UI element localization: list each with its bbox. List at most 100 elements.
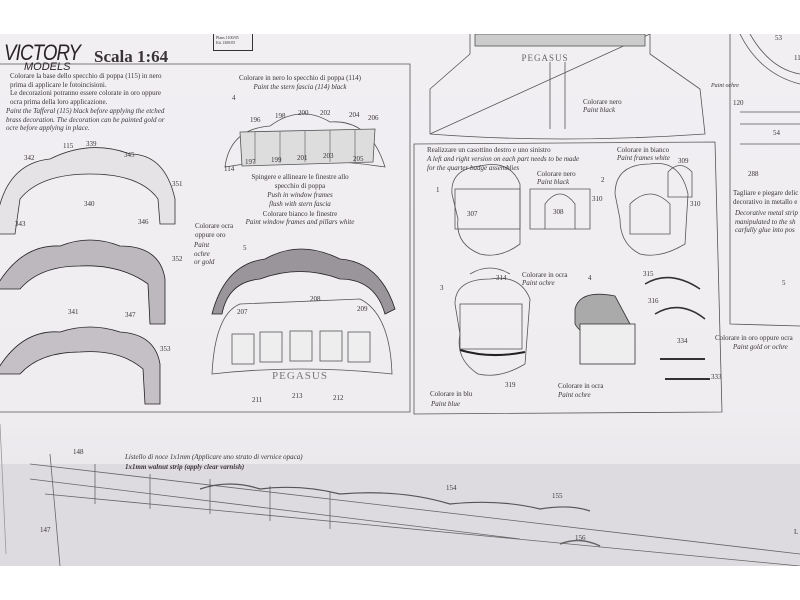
text-line: Paint the Tafferal (115) black before ap… bbox=[6, 107, 165, 115]
part-number: 155 bbox=[552, 492, 563, 500]
black-label-it: Colorare nero bbox=[537, 170, 576, 178]
tafferal-instructions-it: Colorare la base dello specchio di poppa… bbox=[10, 72, 162, 106]
tafferal-arch-2 bbox=[0, 239, 166, 325]
badge-step4-drawing bbox=[574, 276, 710, 380]
part-number: 340 bbox=[84, 200, 95, 208]
part-number: 352 bbox=[172, 255, 183, 263]
part-number: 154 bbox=[446, 484, 457, 492]
text-line: Colorare la base dello specchio di poppa… bbox=[10, 72, 162, 80]
part-number: 115 bbox=[63, 142, 74, 150]
strip-instructions-en: 1x1mm walnut strip (apply clear varnish) bbox=[125, 463, 245, 471]
ochre-instructions-it: Colorare ocra oppure oro bbox=[195, 222, 233, 239]
gold-label-it: Colorare in oro oppure ocra bbox=[715, 334, 793, 342]
part-number: 199 bbox=[271, 156, 282, 164]
part-number: 345 bbox=[124, 151, 135, 159]
stamp-plans: Plans 1100/05 bbox=[216, 35, 239, 40]
text-line: Spingere e allineare le finestre allo bbox=[251, 173, 349, 181]
part-number: 288 bbox=[748, 170, 759, 178]
part-number: 208 bbox=[310, 295, 321, 303]
part-number: 333 bbox=[711, 373, 722, 381]
badge-step3-drawing bbox=[454, 267, 531, 376]
strip-instructions-it: Listello di noce 1x1mm (Applicare uno st… bbox=[125, 453, 303, 461]
part-number: 197 bbox=[245, 158, 256, 166]
part-number: 343 bbox=[15, 220, 26, 228]
plan-sheet: VICTORY MODELS Scala 1:64 Plans 1100/05 … bbox=[0, 34, 800, 566]
text-line: Tagliare e piegare delic bbox=[733, 189, 799, 197]
hull-drawing bbox=[29, 453, 800, 566]
shadow-area bbox=[0, 464, 800, 566]
stern-title-it: Colorare in nero lo specchio di poppa (1… bbox=[238, 74, 362, 82]
text-line: specchio di poppa bbox=[274, 181, 326, 190]
top-black-it: Colorare nero bbox=[583, 98, 622, 106]
brand-logo-models: MODELS bbox=[24, 61, 71, 73]
text-line: A left and right version on each part ne… bbox=[427, 155, 580, 163]
part-number: 212 bbox=[333, 394, 344, 402]
part-number: 11 bbox=[794, 54, 800, 62]
step-number: 2 bbox=[601, 176, 605, 184]
brand-logo-victory: VICTORY bbox=[4, 40, 81, 65]
part-number: 310 bbox=[592, 195, 603, 203]
text-line: Paint bbox=[194, 241, 210, 249]
text-line: ocra prima della loro applicazione. bbox=[10, 97, 108, 106]
tafferal-panel-frame bbox=[0, 63, 411, 413]
part-number: 334 bbox=[677, 337, 688, 345]
white-label-en: Paint frames white bbox=[617, 154, 670, 162]
blue-label-it: Colorare in blu bbox=[430, 390, 473, 398]
text-line: manipulated to the sh bbox=[735, 217, 796, 226]
top-right-drawing bbox=[739, 34, 800, 145]
gold-label-en: Paint gold or ochre bbox=[733, 343, 788, 351]
step-number: 3 bbox=[440, 284, 444, 292]
badge-step1-drawing bbox=[451, 164, 591, 256]
ochre2-label-it: Colorare in ocra bbox=[558, 382, 604, 390]
part-number: 198 bbox=[275, 112, 286, 120]
part-number: 341 bbox=[68, 308, 79, 316]
edge-label: L bbox=[794, 528, 799, 536]
badge-panel-frame bbox=[413, 141, 723, 415]
part-number: 147 bbox=[40, 526, 51, 534]
text-line: flush with stern fascia bbox=[269, 199, 331, 208]
push-instructions-it: Spingere e allineare le finestre allo sp… bbox=[251, 173, 348, 190]
part-number: 54 bbox=[773, 129, 780, 137]
ochre2-label-en: Paint ochre bbox=[558, 391, 591, 399]
part-number: 53 bbox=[775, 34, 782, 42]
stern-decor-drawing bbox=[211, 248, 396, 375]
part-number: 201 bbox=[297, 154, 308, 162]
cut-instructions-it: Tagliare e piegare delic decorativo in m… bbox=[733, 189, 798, 206]
part-number: 200 bbox=[298, 109, 309, 117]
tafferal-arch-3 bbox=[0, 326, 161, 405]
step-number: 5 bbox=[243, 244, 247, 252]
part-number: 148 bbox=[73, 448, 84, 456]
top-black-en: Paint black bbox=[583, 106, 616, 114]
badge-step2-drawing bbox=[614, 162, 693, 256]
text-line: carfully glue into pos bbox=[735, 226, 795, 234]
part-number: 314 bbox=[496, 274, 507, 282]
stern-title-en: Paint the stern fascia (114) black bbox=[253, 83, 347, 91]
part-number: 206 bbox=[368, 114, 379, 122]
text-line: for the quarter badge assemblies bbox=[427, 163, 520, 172]
part-number: 205 bbox=[353, 155, 364, 163]
right-panel-frame bbox=[729, 34, 800, 327]
step-number: 4 bbox=[588, 274, 592, 282]
part-number: 156 bbox=[575, 534, 586, 542]
text-line: Colorare ocra bbox=[195, 222, 234, 230]
text-line: ocre before applying in place. bbox=[6, 124, 90, 132]
part-number: 309 bbox=[678, 157, 689, 165]
part-number: 315 bbox=[643, 270, 654, 278]
part-number: 308 bbox=[553, 208, 564, 216]
ochre-instructions-en: Paint ochre or gold bbox=[194, 241, 214, 267]
part-number: 202 bbox=[320, 109, 331, 117]
part-number: 207 bbox=[237, 308, 248, 316]
white-instructions-it: Colorare bianco le finestre bbox=[262, 210, 338, 218]
plan-stamp: Plans 1100/05 Kit 1300/05 bbox=[213, 34, 253, 51]
white-label-it: Colorare in bianco bbox=[617, 146, 670, 154]
white-instructions-en: Paint window frames and pillars white bbox=[245, 218, 355, 226]
part-number: 209 bbox=[357, 305, 368, 313]
part-number: 310 bbox=[690, 200, 701, 208]
part-number: 319 bbox=[505, 381, 516, 389]
plan-drawings bbox=[0, 34, 800, 566]
step-number: 4 bbox=[232, 94, 236, 102]
part-number: 351 bbox=[172, 180, 183, 188]
text-line: ochre bbox=[194, 249, 210, 258]
ochre-label-it: Colorare in ocra bbox=[522, 271, 568, 279]
part-number: 203 bbox=[323, 152, 334, 160]
